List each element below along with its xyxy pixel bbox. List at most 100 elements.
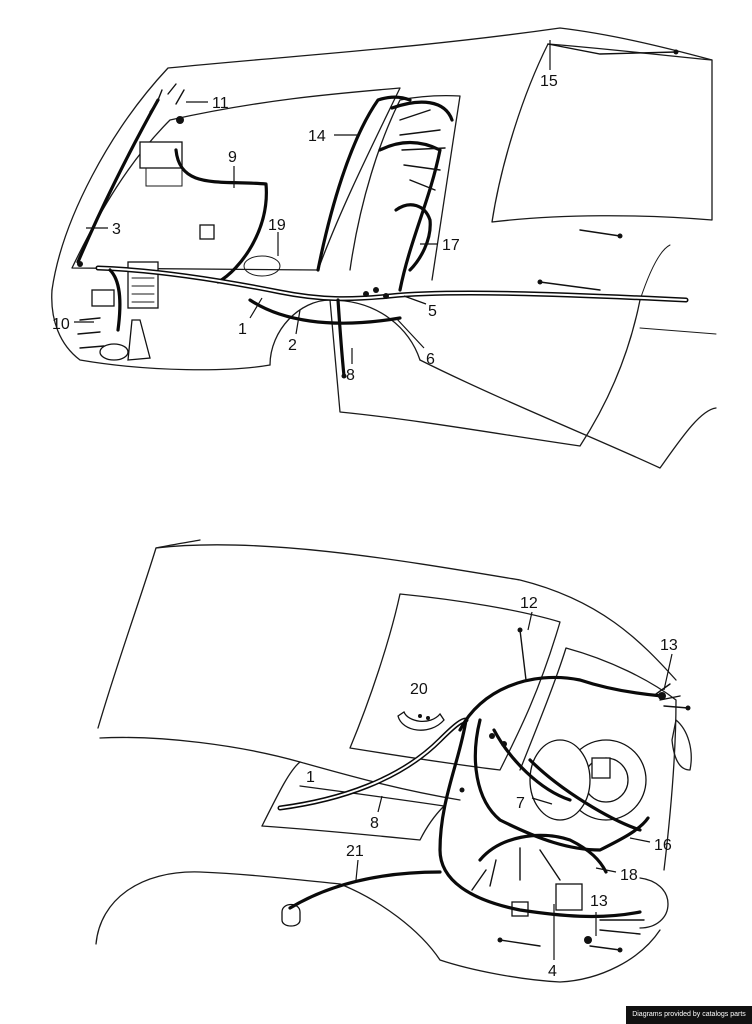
wire-ends-front [77, 317, 105, 349]
callout-3: 3 [112, 221, 121, 238]
harness-2 [248, 298, 402, 325]
harness-dash [378, 140, 442, 292]
callout-6: 6 [426, 351, 435, 368]
front-door [329, 299, 641, 447]
conn-dot [489, 733, 495, 739]
harness-dash-top [390, 100, 454, 122]
leader-16 [629, 837, 651, 843]
harness-17 [394, 203, 432, 272]
conn-dot [685, 705, 691, 711]
rear-tail-light [671, 719, 692, 771]
callout-19: 19 [268, 217, 286, 234]
harness-16 [528, 758, 642, 832]
battery [139, 141, 183, 169]
wire-ends-door [539, 229, 621, 291]
regulator [555, 883, 583, 911]
steering-column [127, 319, 151, 361]
harness-8 [336, 298, 346, 378]
callout-10: 10 [52, 316, 70, 333]
callout-1-rear: 1 [306, 769, 315, 786]
harness-rear-main [438, 718, 642, 919]
callout-11: 11 [212, 95, 229, 112]
front-relay [91, 289, 115, 307]
callout-12: 12 [520, 595, 538, 612]
engine-lid-opening [519, 647, 677, 871]
callout-17: 17 [442, 237, 460, 254]
rear-roof-outline [97, 544, 677, 729]
leader-7 [531, 797, 553, 805]
diagram-credit: Diagrams provided by catalogs parts [626, 1006, 752, 1024]
callout-18: 18 [620, 867, 638, 884]
door-line [639, 244, 671, 301]
wire-ends-engine [471, 847, 561, 891]
conn-dot [517, 627, 523, 633]
front-view: 11 15 14 9 3 19 17 10 1 2 5 6 8 [51, 27, 717, 469]
leader-12 [527, 611, 533, 631]
callout-8: 8 [346, 367, 355, 384]
leader-1 [249, 297, 263, 319]
conn-dot [537, 279, 543, 285]
rear-lower [339, 883, 661, 983]
conn-dot [418, 714, 422, 718]
callout-13a: 13 [660, 637, 678, 654]
conn-dot [673, 49, 679, 55]
harness-12 [458, 675, 664, 732]
rear-quarter [261, 761, 301, 827]
harness-main-1-core [97, 267, 687, 301]
leader-18 [595, 867, 617, 873]
harness-rear-1-core [279, 719, 467, 809]
rear-view: 12 13 20 1 7 8 16 21 18 13 4 [95, 539, 692, 983]
fuel-sender [281, 903, 301, 927]
front-wheel-arch [269, 299, 421, 366]
coil [591, 757, 611, 779]
leader-8-rear [377, 795, 383, 813]
air-cleaner [529, 739, 591, 821]
harness-3 [76, 98, 160, 264]
callout-4: 4 [548, 963, 557, 980]
conn-dot [363, 291, 369, 297]
callout-20: 20 [410, 681, 428, 698]
grommet-19 [243, 255, 281, 277]
wire-ends-11 [149, 83, 185, 113]
rear-roof-edge [155, 539, 201, 549]
conn-dot [584, 936, 592, 944]
rear-window [349, 593, 561, 771]
harness-rear-loop [473, 718, 650, 852]
callout-1: 1 [238, 321, 247, 338]
front-sill [419, 359, 717, 469]
windshield [491, 43, 713, 223]
rear-bumper [639, 877, 669, 929]
leader-5 [403, 295, 427, 305]
harness-21 [288, 870, 442, 910]
relay-box [199, 224, 215, 240]
conn-dot [658, 692, 666, 700]
callout-21: 21 [346, 843, 364, 860]
conn-dot [373, 287, 379, 293]
harness-7 [492, 728, 572, 802]
wire-ends-12 [519, 629, 527, 681]
conn-dot [617, 947, 623, 953]
conn-dot [426, 716, 430, 720]
callout-9: 9 [228, 149, 237, 166]
callout-14: 14 [308, 128, 326, 145]
wire-ends-bumper [499, 919, 645, 951]
conn-dot [459, 787, 465, 793]
wire-ends-dash-right [399, 109, 446, 191]
hood-opening [71, 87, 401, 271]
callout-7: 7 [516, 795, 525, 812]
conn-dot [497, 937, 503, 943]
conn-dot [617, 233, 623, 239]
leader-2 [295, 309, 301, 335]
rear-wheel-arch [95, 871, 341, 945]
conn-dot [501, 741, 507, 747]
conn-dot [77, 261, 83, 267]
harness-14 [316, 95, 412, 272]
callout-16: 16 [654, 837, 672, 854]
battery-tray [145, 167, 183, 187]
leader-13a [663, 653, 673, 691]
leader-21 [355, 859, 359, 881]
conn-dot [341, 373, 347, 379]
callout-13b: 13 [590, 893, 608, 910]
harness-18 [478, 833, 608, 874]
